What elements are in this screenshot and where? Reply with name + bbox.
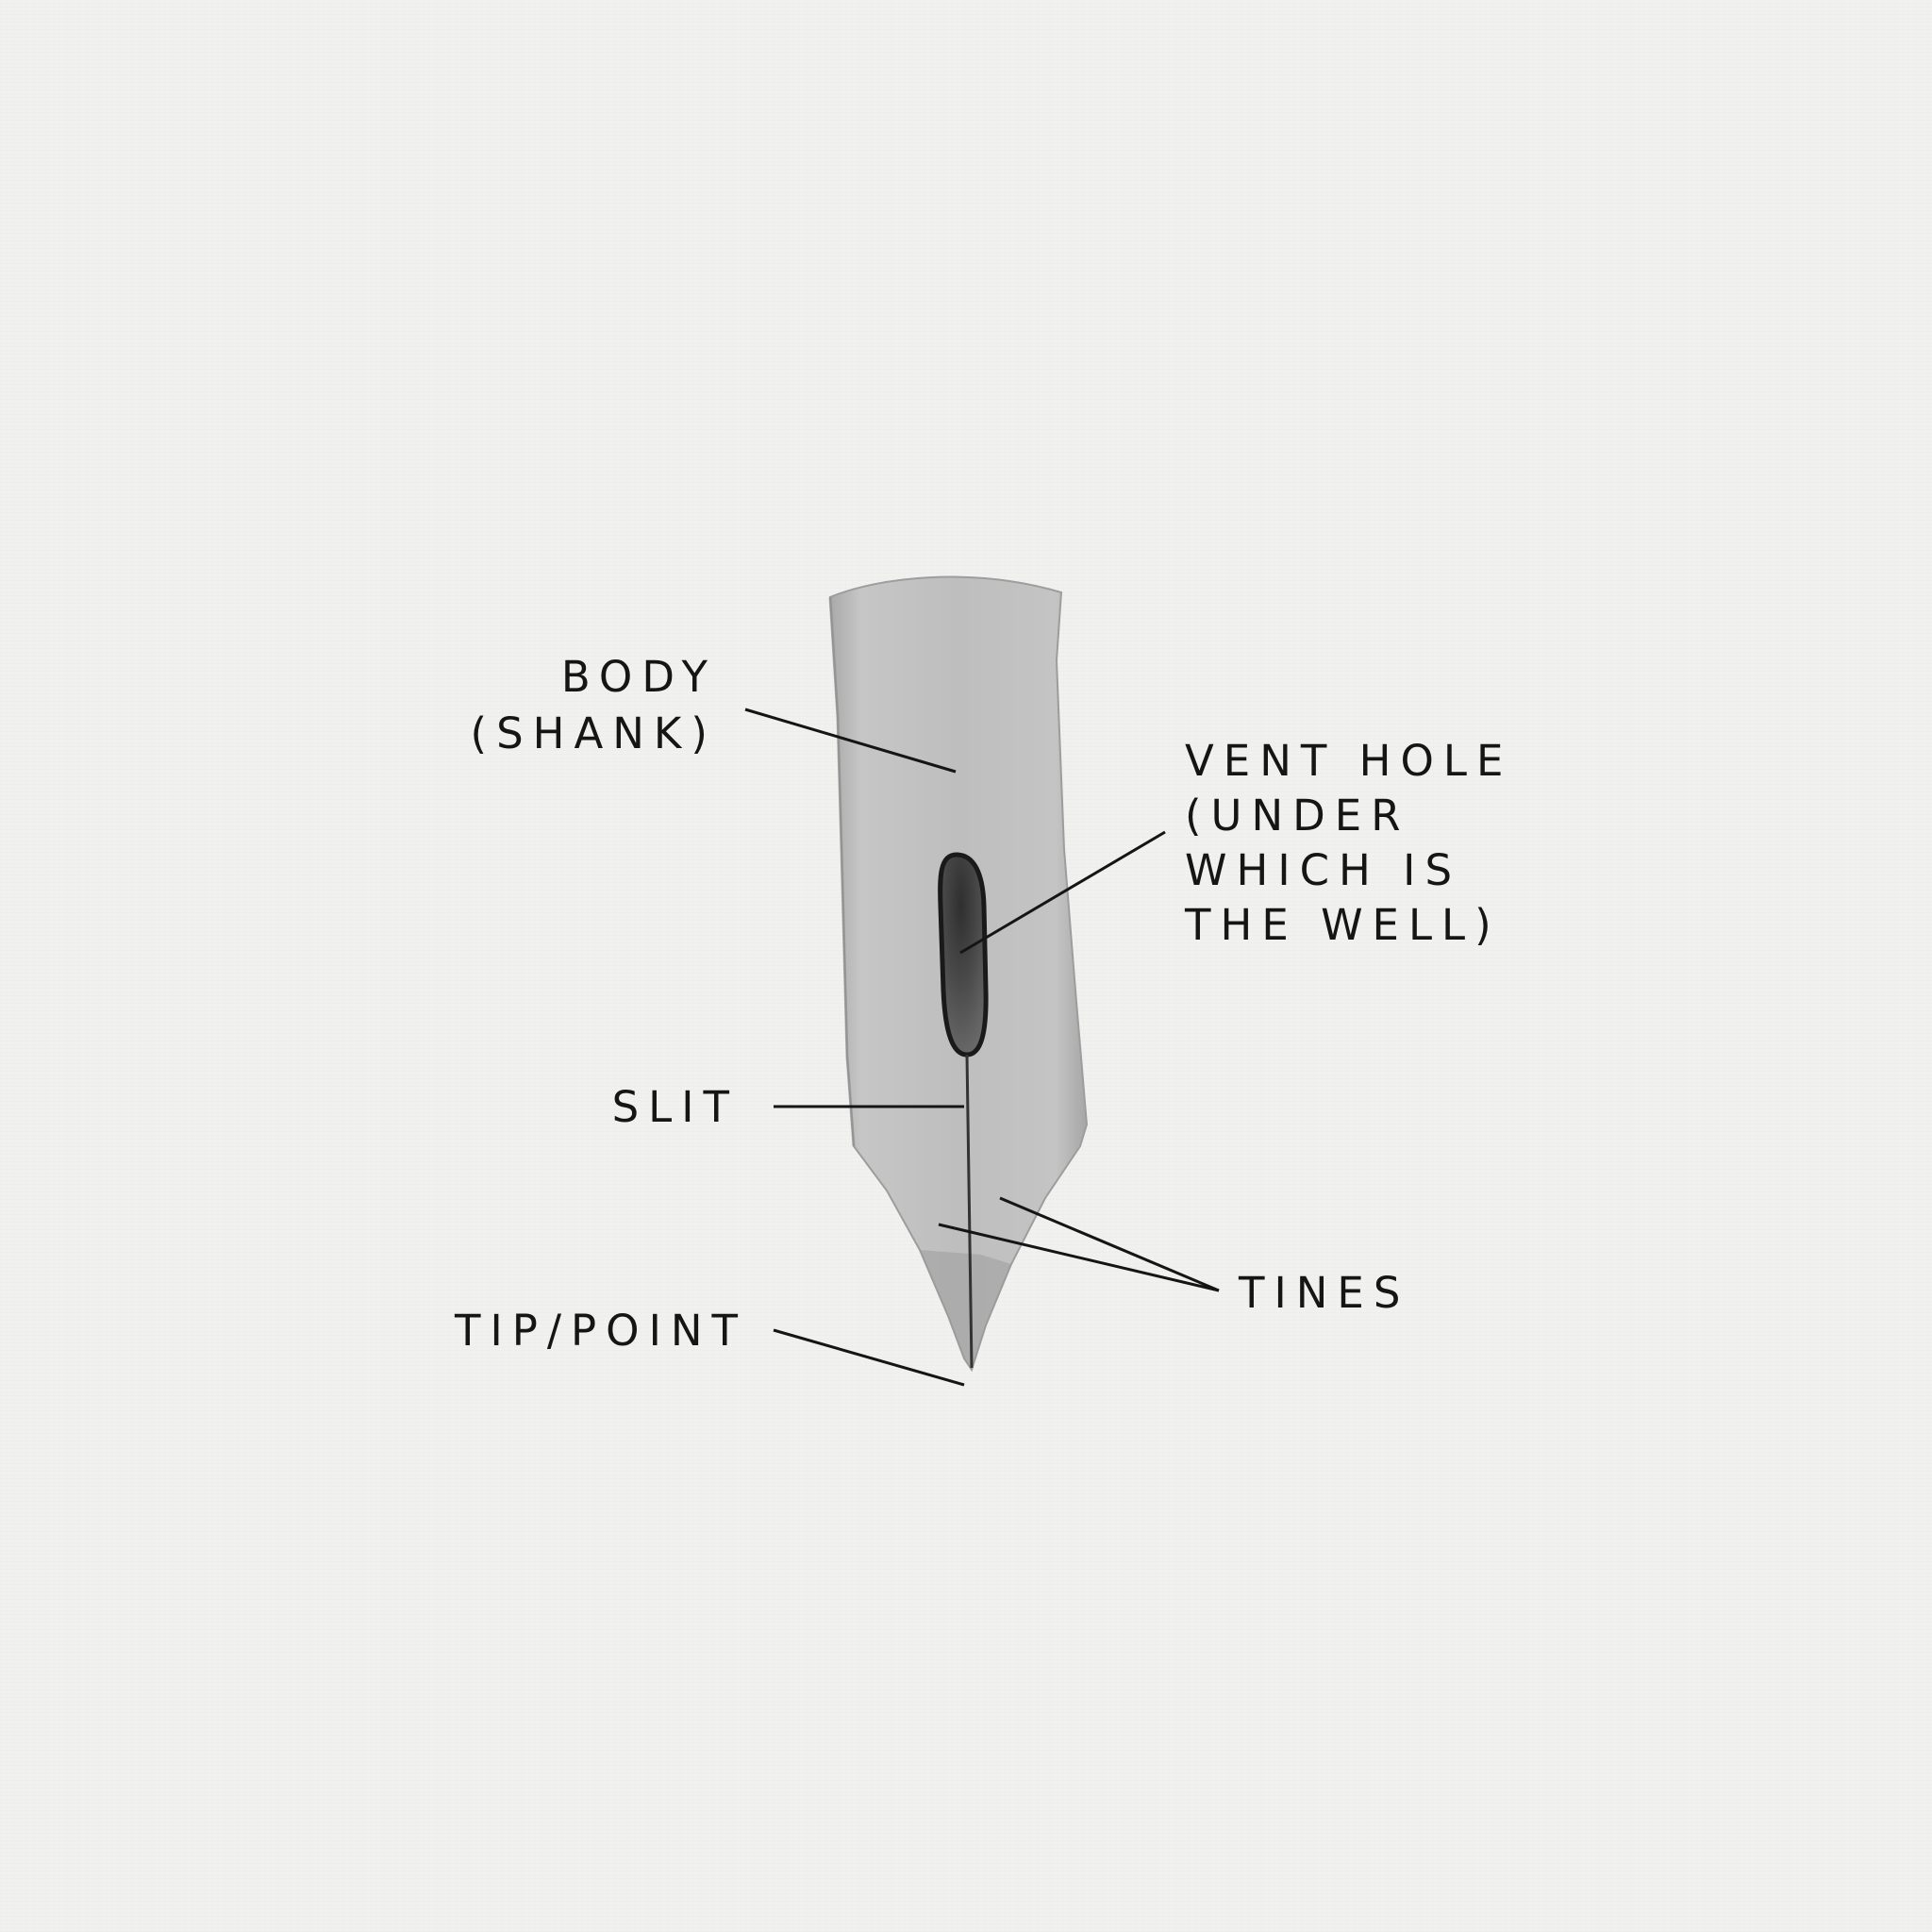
- label-vent-which: WHICH IS: [1185, 845, 1461, 895]
- label-tines: TINES: [1238, 1268, 1409, 1318]
- labels: BODY (SHANK) VENT HOLE (UNDER WHICH IS T…: [454, 652, 1512, 1356]
- label-vent-well: THE WELL): [1184, 900, 1501, 950]
- body-leader-line: [744, 708, 957, 774]
- tines-leader-line-2: [999, 1196, 1220, 1292]
- tines-leader-line-1: [938, 1223, 1220, 1292]
- label-tip-point: TIP/POINT: [454, 1306, 747, 1356]
- nib-left-edge: [828, 596, 856, 1147]
- vent-hole: [938, 852, 989, 1058]
- nib-illustration: [828, 575, 1089, 1373]
- nib-tip-shading: [920, 1250, 1011, 1370]
- vent-leader-line: [959, 830, 1166, 955]
- leader-lines: [744, 708, 1220, 1387]
- label-vent-hole: VENT HOLE: [1185, 736, 1512, 786]
- tip-leader-line: [773, 1328, 965, 1387]
- label-vent-under: (UNDER: [1185, 791, 1410, 841]
- nib-slit: [965, 1054, 974, 1369]
- label-slit: SLIT: [612, 1082, 739, 1132]
- label-shank: (SHANK): [471, 708, 717, 758]
- label-body: BODY: [561, 652, 717, 702]
